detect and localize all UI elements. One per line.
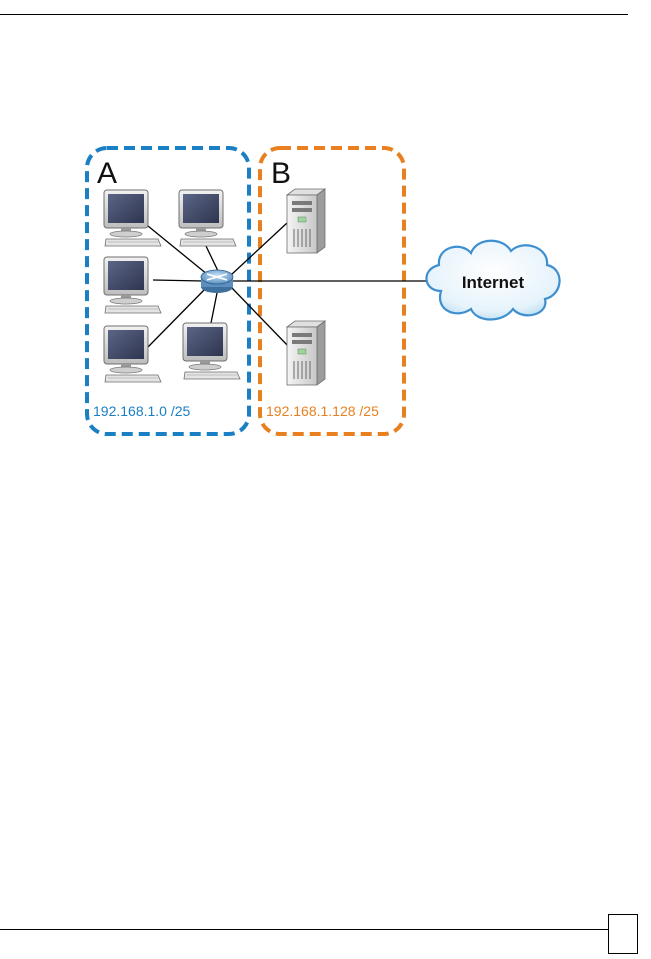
computer-icon <box>103 325 162 383</box>
header-rule <box>0 14 628 15</box>
page-number-box <box>608 914 638 954</box>
computer-icon <box>103 256 162 314</box>
server-icon <box>286 188 326 254</box>
zone-a-label: A <box>97 157 117 190</box>
network-links <box>147 222 426 350</box>
cloud-icon: Internet <box>425 239 561 321</box>
zone-b-boundary <box>258 146 406 436</box>
subnet-diagram: Internet A B 192.168.1.0 /25 192.168.1.1… <box>83 141 563 441</box>
diagram-canvas: Internet A B 192.168.1.0 /25 192.168.1.1… <box>85 146 561 436</box>
zone-b-label: B <box>271 157 291 190</box>
server-icon <box>286 320 326 386</box>
footer-rule <box>0 929 608 930</box>
zone-b-subnet: 192.168.1.128 /25 <box>266 403 379 419</box>
router-icon <box>200 269 234 293</box>
computer-icon <box>182 322 241 380</box>
cloud-label: Internet <box>462 273 525 292</box>
zone-a-subnet: 192.168.1.0 /25 <box>93 403 191 419</box>
computer-icon <box>178 189 237 247</box>
zone-a-boundary <box>85 146 251 436</box>
computer-icon <box>103 189 162 247</box>
